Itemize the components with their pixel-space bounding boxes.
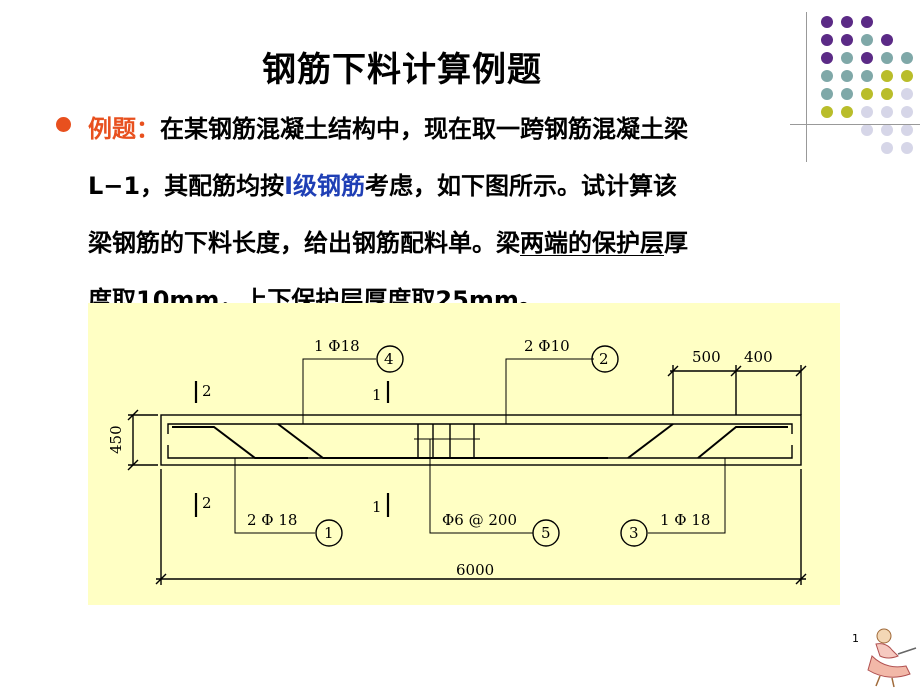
bar-3-number: 3 <box>629 524 639 542</box>
steel-grade-text: Ⅰ级钢筋 <box>284 172 366 200</box>
para-text-3c: 厚 <box>664 229 688 257</box>
bar-1-number: 1 <box>324 524 334 542</box>
dim-500: 500 <box>692 348 721 366</box>
leader-3 <box>648 458 726 534</box>
leader-1 <box>234 458 315 534</box>
dot-row-1 <box>821 16 873 28</box>
dot-row-7 <box>861 124 913 136</box>
leader-2 <box>505 358 594 424</box>
example-label: 例题： <box>88 115 160 143</box>
slide-title: 钢筋下料计算例题 <box>262 50 542 90</box>
para-text-3a: 梁钢筋的下料长度，给出钢筋配料单。梁 <box>88 229 520 257</box>
bar-5-spec: Φ6 @ 200 <box>442 511 517 529</box>
bar-3-left-bend <box>627 423 674 459</box>
dim-6000: 6000 <box>456 561 494 579</box>
dot-row-5 <box>821 88 913 100</box>
page-number: 1 <box>852 632 859 645</box>
para-line-1: 例题：在某钢筋混凝土结构中，现在取一跨钢筋混凝土梁 <box>88 101 858 158</box>
para-text-1: 在某钢筋混凝土结构中，现在取一跨钢筋混凝土梁 <box>160 115 688 143</box>
bar-no-4-circle <box>376 345 404 373</box>
decorative-horizontal-line <box>790 124 920 125</box>
section-2-top-label: 2 <box>202 382 212 400</box>
bar-3-right-bend <box>697 426 788 459</box>
dot-row-4 <box>821 70 913 82</box>
dim-450: 450 <box>107 425 125 454</box>
bar-2-top-line <box>167 423 793 434</box>
dot-row-6 <box>821 106 913 118</box>
bar-4-left-bend <box>172 426 308 459</box>
section-1-top-label: 1 <box>372 386 382 404</box>
end-cover-text: 两端的保护层 <box>520 229 664 257</box>
section-2-bottom-label: 2 <box>202 494 212 512</box>
para-line-2: L−1，其配筋均按Ⅰ级钢筋考虑，如下图所示。试计算该 <box>88 158 858 215</box>
dim-400: 400 <box>744 348 773 366</box>
bar-1-bottom-line <box>167 445 793 459</box>
problem-paragraph: 例题：在某钢筋混凝土结构中，现在取一跨钢筋混凝土梁 L−1，其配筋均按Ⅰ级钢筋考… <box>88 101 858 329</box>
beam-outline <box>160 414 802 466</box>
beam-reinforcement-figure: 1 Φ18 4 2 Φ10 2 2 Φ 18 1 Φ6 @ 200 5 1 Φ … <box>88 303 840 605</box>
leader-5 <box>429 439 533 534</box>
dot-row-2 <box>821 34 893 46</box>
para-text-2a: L−1，其配筋均按 <box>88 172 285 200</box>
bar-no-2-circle <box>591 345 619 373</box>
bar-2-spec: 2 Φ10 <box>524 337 570 355</box>
dot-row-3 <box>821 52 913 64</box>
bar-no-3-circle <box>620 519 648 547</box>
decorative-vertical-line <box>806 12 807 162</box>
bar-3-spec: 1 Φ 18 <box>660 511 710 529</box>
bar-4-spec: 1 Φ18 <box>314 337 360 355</box>
para-line-3: 梁钢筋的下料长度，给出钢筋配料单。梁两端的保护层厚 <box>88 215 858 272</box>
para-text-2c: 考虑，如下图所示。试计算该 <box>365 172 678 200</box>
bar-no-1-circle <box>315 519 343 547</box>
bullet-icon <box>56 117 71 132</box>
cartoon-figure-icon <box>867 628 917 688</box>
beam-drawing: 1 Φ18 4 2 Φ10 2 2 Φ 18 1 Φ6 @ 200 5 1 Φ … <box>107 337 807 585</box>
bar-4-right-bend <box>277 423 608 459</box>
dot-row-8 <box>881 142 913 154</box>
decorative-dot-grid <box>821 16 913 154</box>
leader-4 <box>302 358 376 424</box>
bar-no-5-circle <box>532 519 560 547</box>
section-1-bottom-label: 1 <box>372 498 382 516</box>
bar-1-spec: 2 Φ 18 <box>247 511 297 529</box>
bar-5-number: 5 <box>541 524 551 542</box>
bar-2-number: 2 <box>599 350 609 368</box>
bar-4-number: 4 <box>384 350 394 368</box>
